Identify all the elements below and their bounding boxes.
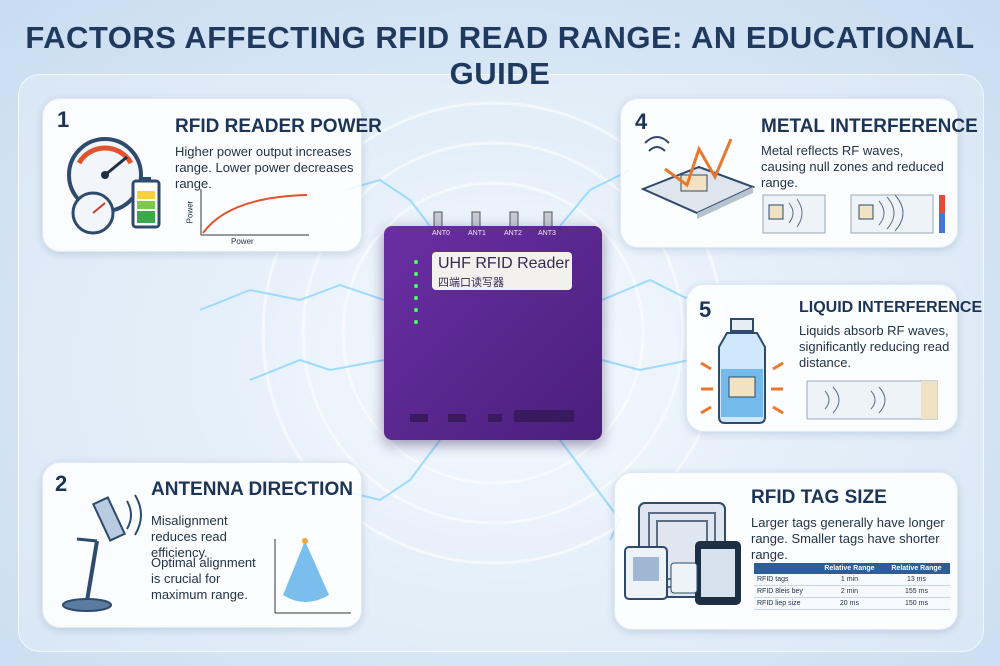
factor-heading: ANTENNA DIRECTION — [151, 479, 353, 500]
tag-size-range-table: Relative Range Relative Range RFID tags … — [754, 563, 950, 610]
factor-description: Metal reflects RF waves, causing null zo… — [761, 143, 944, 190]
card-reader-power: 1 RFID READER POWER Higher power output … — [42, 98, 382, 252]
metal-wave-thumbnails — [762, 194, 945, 234]
reader-label-plate: UHF RFID Reader 四端口读写器 — [432, 252, 572, 290]
table-cell: 150 ms — [882, 597, 950, 610]
factor-description: Higher power output increases range. Low… — [175, 144, 354, 191]
table-cell: 2 min — [815, 585, 883, 598]
reader-bottom-ports — [410, 410, 574, 422]
table-cell: RFID liep size — [754, 597, 816, 610]
table-cell: 1 min — [815, 574, 883, 586]
liquid-wave-strip — [806, 380, 938, 420]
table-row: RFID tags 1 min 13 ms — [754, 574, 950, 586]
factor-heading: LIQUID INTERFERENCE — [799, 299, 983, 316]
factor-description: Misalignment reduces read efficiency. — [151, 513, 228, 560]
graph-y-label: Power — [185, 200, 195, 224]
beam-cone-graph — [274, 538, 351, 614]
factor-description-2: Optimal alignment is crucial for maximum… — [151, 555, 256, 602]
table-cell: 155 ms — [882, 585, 950, 598]
factor-number: 1 — [57, 107, 70, 132]
antenna-port-label: ANT1 — [468, 230, 486, 237]
factor-description: Larger tags generally have longer range.… — [751, 515, 945, 562]
antenna-port-label: ANT0 — [432, 230, 450, 237]
rfid-tag-cards-icon — [624, 502, 741, 605]
table-row: RFID 8leis bey 2 min 155 ms — [754, 585, 950, 598]
factor-heading: METAL INTERFERENCE — [761, 116, 978, 137]
card-antenna-direction: 2 ANTENNA DIRECTION Misalignment reduces… — [42, 462, 362, 628]
table-header: Relative Range — [882, 563, 950, 574]
antenna-port-label: ANT2 — [504, 230, 522, 237]
antenna-port-label: ANT3 — [538, 230, 556, 237]
card-liquid-interference: 5 LIQUID INTERFERENCE Liquids absorb RF … — [686, 284, 982, 432]
factor-number: 5 — [699, 297, 712, 322]
reader-name: UHF RFID Reader — [438, 255, 570, 272]
uhf-rfid-reader-device: ANT0 ANT1 ANT2 ANT3 UHF RFID Reader 四端口读… — [384, 226, 602, 440]
reader-subtitle: 四端口读写器 — [438, 277, 504, 289]
factor-description: Liquids absorb RF waves, significantly r… — [799, 323, 950, 370]
status-led — [414, 272, 418, 276]
table-cell: RFID 8leis bey — [754, 585, 816, 598]
table-cell: 20 ms — [815, 597, 883, 610]
liquid-bottle-icon — [700, 318, 784, 424]
factor-heading: RFID READER POWER — [175, 116, 382, 137]
power-range-graph — [200, 189, 309, 236]
metal-plate-icon — [640, 136, 756, 219]
status-led — [414, 320, 418, 324]
table-cell: 13 ms — [882, 574, 950, 586]
table-row: RFID liep size 20 ms 150 ms — [754, 597, 950, 610]
gauge-battery-icon — [67, 137, 161, 235]
graph-x-label: Power — [231, 237, 254, 246]
table-header: Relative Range — [815, 563, 883, 574]
factor-number: 2 — [55, 471, 68, 496]
status-led — [414, 284, 418, 288]
card-metal-interference: 4 METAL INTERFERENCE Metal reflects RF w… — [620, 98, 978, 248]
page-title: FACTORS AFFECTING RFID READ RANGE: AN ED… — [25, 20, 975, 91]
table-header — [754, 563, 816, 574]
status-led — [414, 308, 418, 312]
status-led — [414, 296, 418, 300]
antenna-stand-icon — [62, 494, 142, 612]
factor-heading: RFID TAG SIZE — [751, 487, 887, 508]
table-cell: RFID tags — [754, 574, 816, 586]
status-led — [414, 260, 418, 264]
factor-number: 4 — [635, 109, 648, 134]
